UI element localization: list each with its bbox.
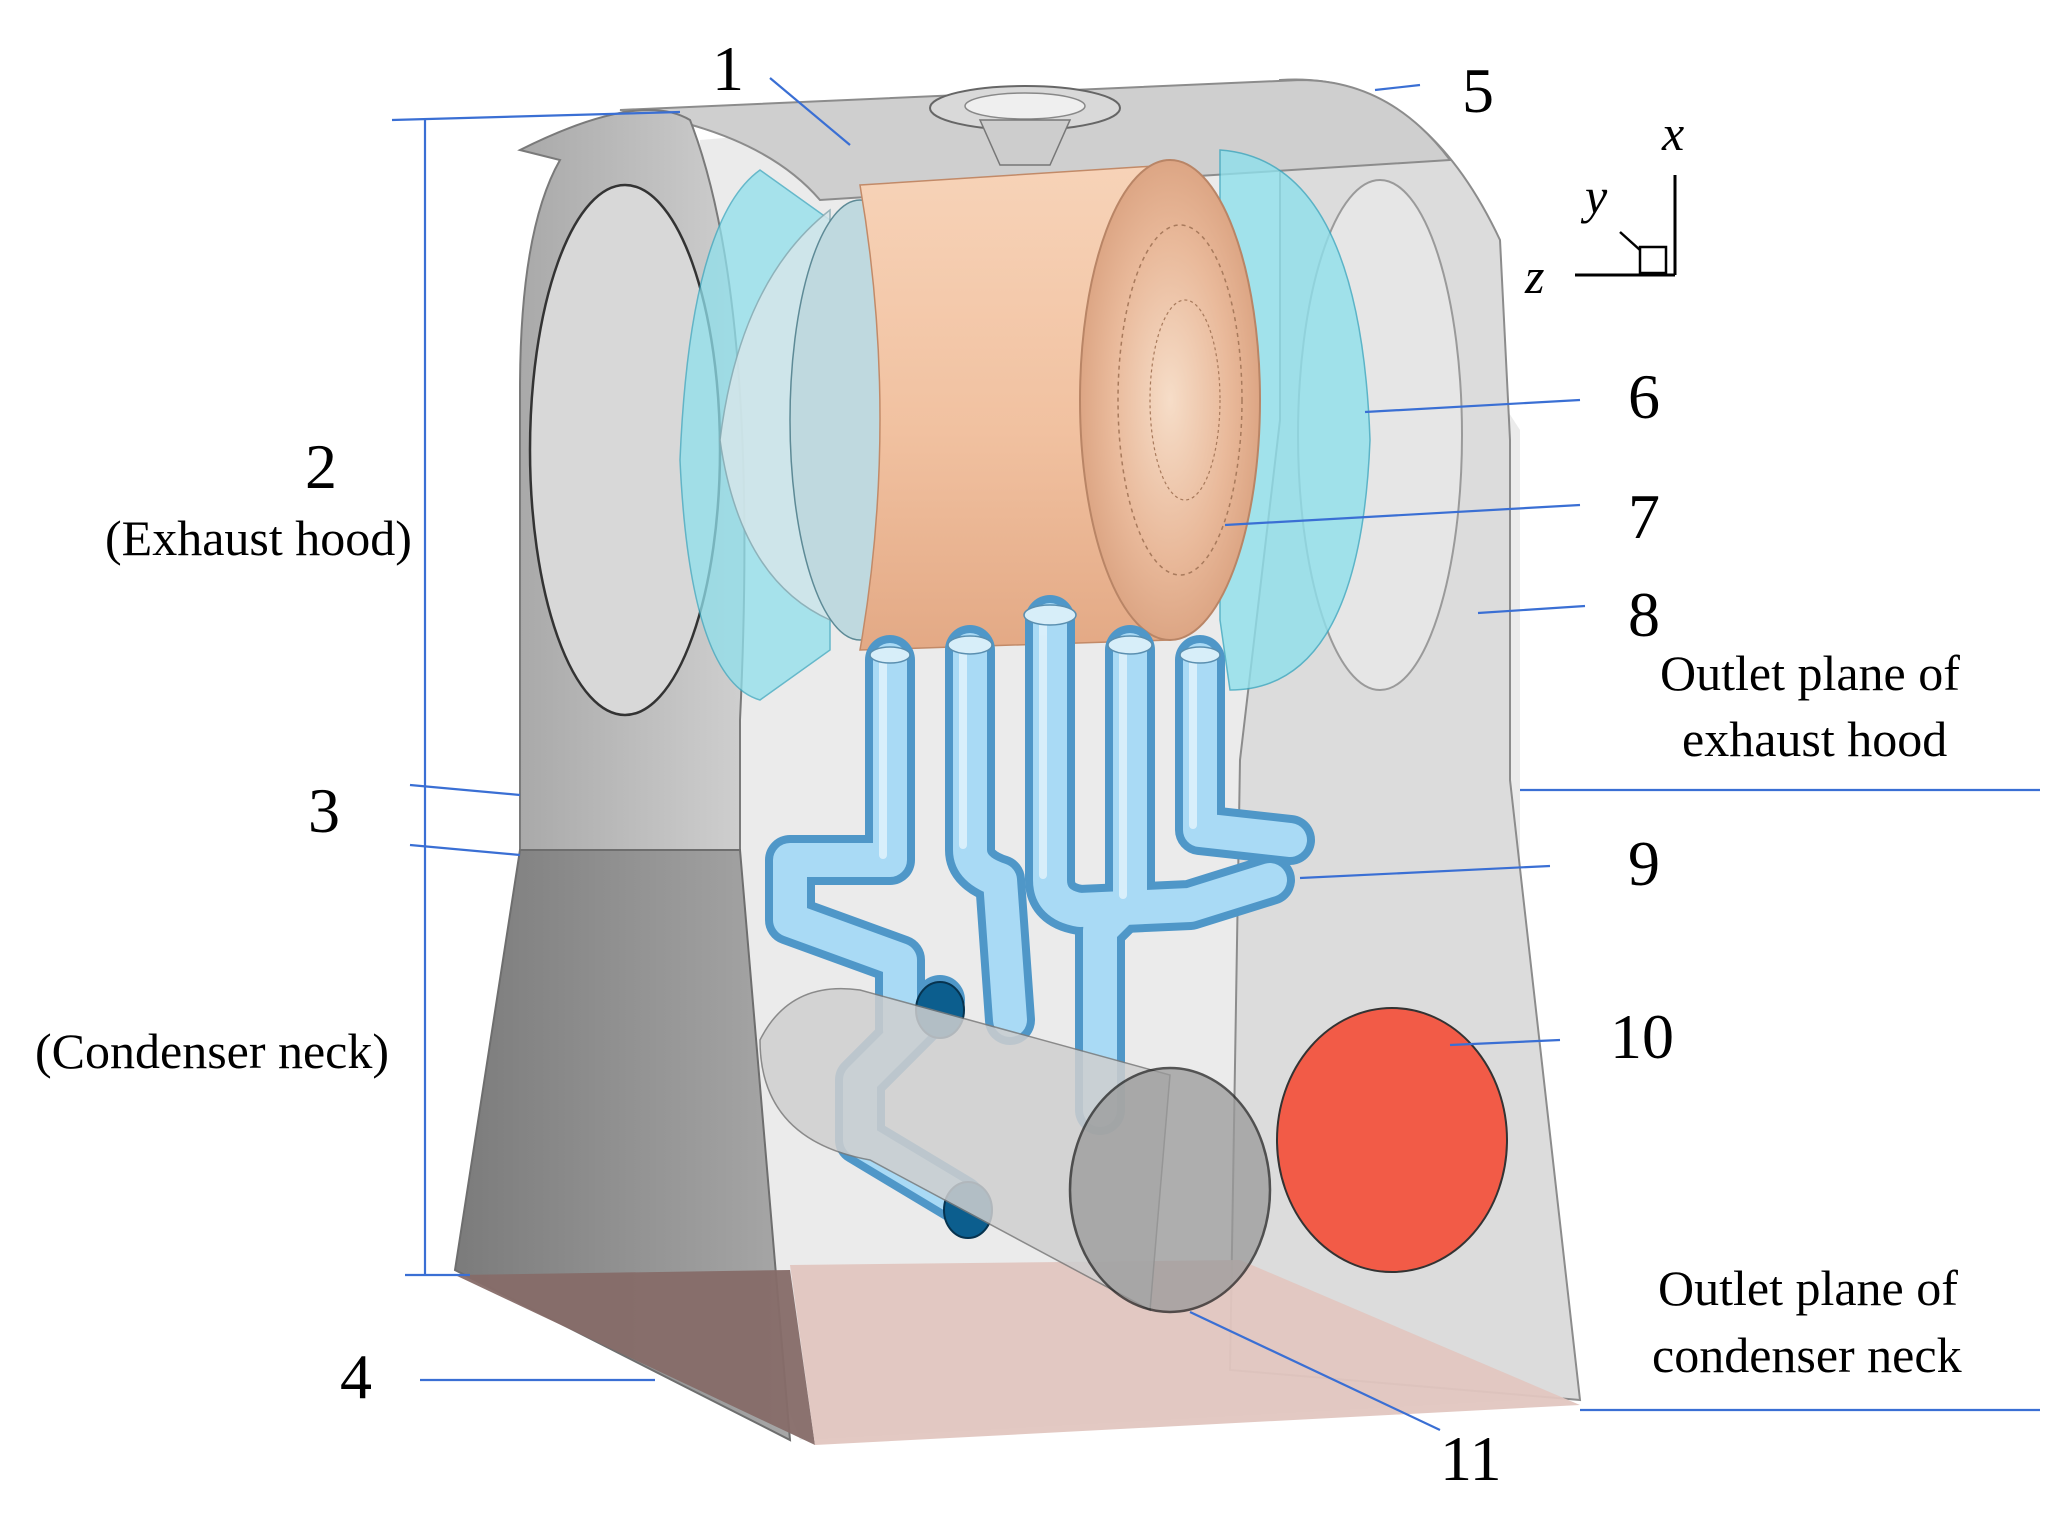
- label-outlet-condenser-1: Outlet plane of: [1658, 1260, 1958, 1316]
- red-port: [1276, 1007, 1508, 1273]
- condenser-components: [759, 987, 1508, 1314]
- right-cyan-ring: [1219, 149, 1371, 691]
- label-1: 1: [712, 33, 744, 104]
- label-10: 10: [1610, 1001, 1674, 1072]
- axis-y-line: [1619, 231, 1641, 251]
- axis-z-label: z: [1524, 248, 1544, 304]
- turbine-assembly: [679, 149, 1371, 701]
- label-5: 5: [1462, 55, 1494, 126]
- bypass-cylinder-end: [1068, 1066, 1272, 1314]
- pipe-top-3: [1023, 604, 1077, 626]
- label-4: 4: [340, 1341, 372, 1412]
- pipe-top-5: [1179, 646, 1221, 664]
- right-hub-disk: [1079, 159, 1261, 641]
- axis-x-label: x: [1661, 105, 1684, 161]
- pipe-top-4: [1107, 635, 1153, 655]
- bottom-outlet-light: [790, 1260, 1580, 1445]
- label-exhaust-hood: (Exhaust hood): [105, 510, 412, 566]
- pipe-top-2: [947, 635, 993, 655]
- axis-y-label: y: [1580, 168, 1608, 224]
- label-9: 9: [1628, 828, 1660, 899]
- label-8: 8: [1628, 579, 1660, 650]
- leader-lines: [391, 77, 2040, 1431]
- label-11: 11: [1440, 1423, 1502, 1494]
- axis-triad: x y z: [1524, 105, 1684, 304]
- pipe-top-1: [869, 646, 911, 664]
- label-outlet-exhaust-2: exhaust hood: [1682, 711, 1947, 767]
- label-outlet-exhaust-1: Outlet plane of: [1660, 645, 1960, 701]
- label-3: 3: [308, 775, 340, 846]
- top-nozzle-inner: [964, 92, 1086, 120]
- label-condenser-neck: (Condenser neck): [35, 1023, 389, 1079]
- label-outlet-condenser-2: condenser neck: [1652, 1327, 1962, 1383]
- top-nozzle-neck: [978, 119, 1072, 166]
- bottom-outlet-dark: [455, 1270, 815, 1445]
- label-7: 7: [1628, 481, 1660, 552]
- axis-cube: [1638, 245, 1668, 275]
- right-hub-inner: [1117, 224, 1243, 576]
- right-hub-core: [1149, 299, 1221, 501]
- label-2: 2: [305, 431, 337, 502]
- callout-labels: 1 2 (Exhaust hood) 3 (Condenser neck) 4 …: [35, 33, 1962, 1494]
- label-6: 6: [1628, 361, 1660, 432]
- bypass-cylinder-body: [759, 987, 1171, 1312]
